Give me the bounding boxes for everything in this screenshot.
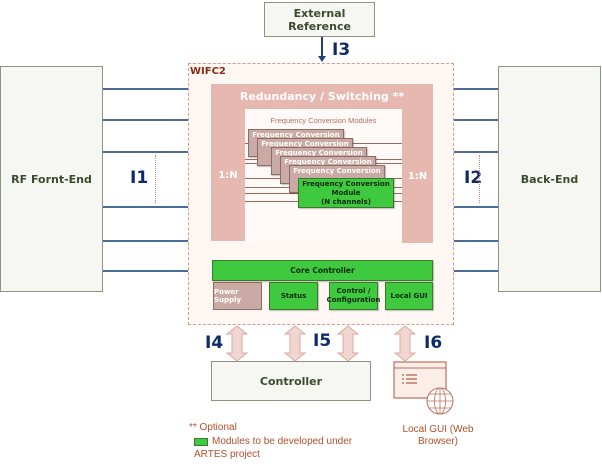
i5-arrow-left (283, 325, 307, 362)
status-label: Status (280, 292, 307, 300)
control-line1: Control / (336, 287, 371, 295)
i2-line (454, 240, 498, 242)
controller-label: Controller (259, 374, 323, 388)
fcm-front-line1: Frequency Conversion (302, 179, 390, 188)
legend-green-line1: Modules to be developed under (212, 436, 353, 447)
i2-line (454, 119, 498, 121)
local-gui-label: Local GUI (390, 292, 428, 300)
back-end-label: Back-End (520, 172, 579, 186)
external-reference-box: External Reference (264, 2, 375, 37)
i6-arrow (393, 325, 417, 362)
interface-i6: I6 (424, 333, 443, 353)
redundancy-right-bar: 1:N (402, 109, 433, 243)
fcm-card-label: Frequency Conversion (293, 167, 381, 175)
local-gui-browser-label: Local GUI (Web Browser) (398, 424, 478, 448)
external-reference-label: External Reference (288, 6, 351, 33)
i5-arrow-right (336, 325, 360, 362)
fcm-card-label: Frequency Conversion (252, 131, 340, 139)
i1-line (103, 270, 189, 272)
i3-arrow (321, 37, 323, 58)
i3-arrowhead (318, 56, 326, 62)
fcm-front-module: Frequency Conversion Module (N channels) (298, 178, 394, 208)
interface-i5: I5 (313, 331, 332, 351)
core-controller-label: Core Controller (290, 266, 355, 275)
i1-line (103, 240, 189, 242)
redundancy-label: Redundancy / Switching ** (239, 90, 405, 103)
i1-line (103, 206, 189, 208)
local-gui-module: Local GUI (385, 282, 433, 310)
fcm-card-label: Frequency Conversion (284, 158, 372, 166)
legend-green-swatch (194, 438, 208, 446)
interface-i1: I1 (130, 168, 149, 188)
i2-line (454, 151, 498, 153)
i2-line (454, 88, 498, 90)
right-ratio-label: 1:N (407, 170, 428, 182)
web-browser-icon (393, 361, 454, 415)
status-module: Status (269, 282, 318, 310)
rf-front-end-box: RF Fornt-End (0, 66, 103, 292)
fcm-group-title: Frequency Conversion Modules (270, 116, 377, 125)
controller-box: Controller (211, 361, 371, 401)
left-ratio-label: 1:N (218, 169, 238, 181)
power-supply-module: Power Supply (213, 282, 262, 310)
legend-optional: ** Optional (189, 422, 237, 433)
i1-line (103, 151, 189, 153)
control-line2: Configuration (326, 296, 381, 304)
i1-dots (155, 155, 156, 203)
fcm-card-label: Frequency Conversion (275, 149, 363, 157)
local-gui-browser-line1: Local GUI (Web (402, 424, 474, 435)
rf-front-end-label: RF Fornt-End (11, 172, 92, 186)
wifc2-label: WIFC2 (190, 66, 226, 77)
back-end-box: Back-End (498, 66, 601, 292)
i2-dots (479, 155, 480, 203)
i4-arrow (225, 325, 249, 362)
core-controller-module: Core Controller (212, 260, 433, 281)
control-configuration-module: Control / Configuration (326, 282, 381, 310)
interface-i4: I4 (205, 333, 224, 353)
redundancy-top-bar: Redundancy / Switching ** (211, 84, 433, 109)
legend-green-line2: ARTES project (194, 449, 260, 460)
i1-line (103, 119, 189, 121)
redundancy-left-bar: 1:N (211, 109, 245, 241)
i2-line (454, 206, 498, 208)
interface-i2: I2 (464, 168, 483, 188)
local-gui-browser-line2: Browser) (417, 436, 458, 447)
fcm-card-label: Frequency Conversion (261, 140, 349, 148)
power-supply-label: Power Supply (214, 288, 242, 304)
fcm-front-line3: (N channels) (321, 197, 371, 206)
interface-i3: I3 (332, 40, 351, 60)
i1-line (103, 88, 189, 90)
i2-line (454, 270, 498, 272)
fcm-front-line2: Module (331, 188, 361, 197)
